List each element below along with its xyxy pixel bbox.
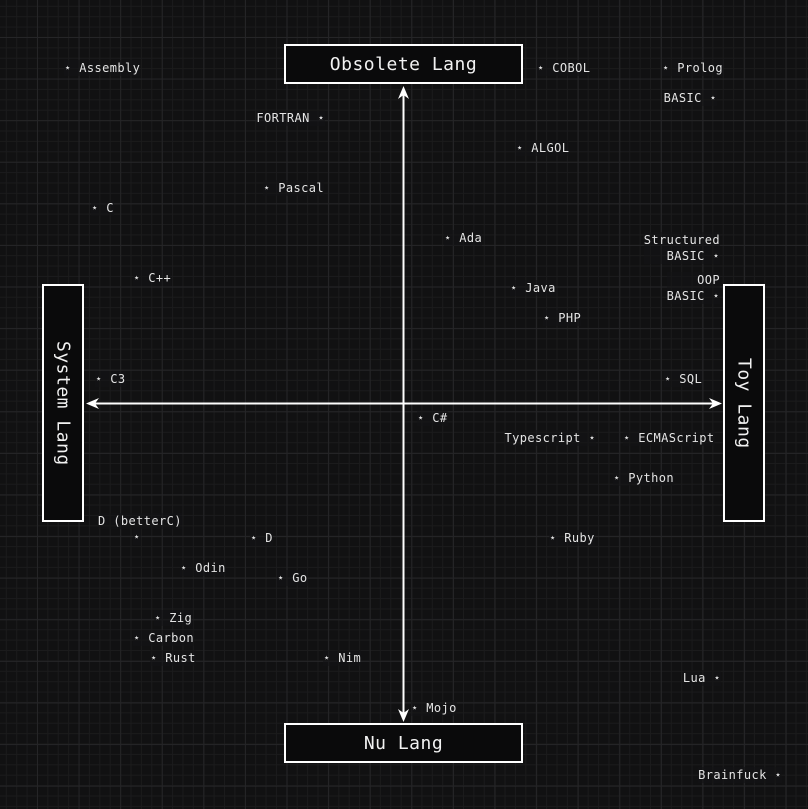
point-label-line: ⋆ Pascal: [263, 181, 324, 195]
point-mojo: ⋆ Mojo: [411, 700, 457, 716]
point-label-line: ⋆ COBOL: [537, 61, 591, 75]
point-label-line: Lua ⋆: [682, 671, 721, 685]
point-java: ⋆ Java: [510, 280, 556, 296]
point-label-line: OOP: [697, 273, 720, 287]
arrowhead-up-icon: [398, 86, 409, 99]
point-label-line: BASIC ⋆: [663, 91, 717, 105]
point-d-betterc-label: D (betterC): [98, 513, 182, 529]
point-label-line: ⋆ D: [250, 531, 273, 545]
point-label-line: ⋆ ECMAScript: [623, 431, 715, 445]
point-label-line: D (betterC): [98, 514, 182, 528]
point-label-line: ⋆ C3: [95, 372, 126, 386]
point-label-line: ⋆ Go: [277, 571, 308, 585]
point-label-line: Structured: [643, 233, 720, 247]
point-label-line: ⋆ Mojo: [411, 701, 457, 715]
point-label-line: ⋆ Rust: [150, 651, 196, 665]
point-go: ⋆ Go: [277, 570, 308, 586]
point-sql: ⋆ SQL: [664, 371, 703, 387]
point-assembly: ⋆ Assembly: [64, 60, 141, 76]
point-php: ⋆ PHP: [543, 310, 582, 326]
point-label-line: ⋆ C++: [133, 271, 172, 285]
point-label-line: BASIC ⋆: [666, 249, 720, 263]
point-rust: ⋆ Rust: [150, 650, 196, 666]
point-ruby: ⋆ Ruby: [549, 530, 595, 546]
axis-label-left-text: System Lang: [52, 340, 74, 466]
axis-label-bottom-text: Nu Lang: [363, 732, 444, 754]
point-label-line: FORTRAN ⋆: [256, 111, 325, 125]
point-label-line: Typescript ⋆: [504, 431, 596, 445]
point-label-line: ⋆ Nim: [323, 651, 362, 665]
point-cobol: ⋆ COBOL: [537, 60, 591, 76]
point-label-line: ⋆ PHP: [543, 311, 582, 325]
point-odin: ⋆ Odin: [180, 560, 226, 576]
point-ada: ⋆ Ada: [444, 230, 483, 246]
point-zig: ⋆ Zig: [154, 610, 193, 626]
point-label-line: ⋆ Ruby: [549, 531, 595, 545]
point-carbon: ⋆ Carbon: [133, 630, 194, 646]
point-typescript: Typescript ⋆: [504, 430, 596, 446]
point-nim: ⋆ Nim: [323, 650, 362, 666]
point-lua: Lua ⋆: [682, 670, 721, 686]
axis-label-toy-lang: Toy Lang: [723, 284, 765, 522]
point-prolog: ⋆ Prolog: [662, 60, 723, 76]
point-label-line: ⋆ C#: [417, 411, 448, 425]
point-fortran: FORTRAN ⋆: [256, 110, 325, 126]
point-label-line: ⋆ C: [91, 201, 114, 215]
point-c: ⋆ C: [91, 200, 114, 216]
arrowhead-left-icon: [86, 398, 99, 409]
point-algol: ⋆ ALGOL: [516, 140, 570, 156]
point-basic: BASIC ⋆: [663, 90, 717, 106]
point-c3: ⋆ C3: [95, 371, 126, 387]
point-ecmascript: ⋆ ECMAScript: [623, 430, 715, 446]
axis-label-nu-lang: Nu Lang: [284, 723, 523, 763]
axis-label-top-text: Obsolete Lang: [329, 53, 478, 75]
point-label-line: BASIC ⋆: [666, 289, 720, 303]
axis-label-obsolete-lang: Obsolete Lang: [284, 44, 523, 84]
point-label-line: ⋆ Zig: [154, 611, 193, 625]
point-oop-basic: OOP BASIC ⋆: [666, 272, 720, 304]
point-label-line: ⋆ Ada: [444, 231, 483, 245]
point-d-betterc-: ⋆: [133, 529, 141, 545]
point-c#: ⋆ C#: [417, 410, 448, 426]
point-label-line: ⋆ SQL: [664, 372, 703, 386]
point-label-line: ⋆ Java: [510, 281, 556, 295]
point-label-line: ⋆ Python: [613, 471, 674, 485]
point-c++: ⋆ C++: [133, 270, 172, 286]
point-label-line: Brainfuck ⋆: [698, 768, 782, 782]
point-label-line: ⋆ Odin: [180, 561, 226, 575]
point-label-line: ⋆ Carbon: [133, 631, 194, 645]
point-pascal: ⋆ Pascal: [263, 180, 324, 196]
point-brainfuck: Brainfuck ⋆: [698, 767, 782, 783]
point-label-line: ⋆ Prolog: [662, 61, 723, 75]
point-label-line: ⋆ ALGOL: [516, 141, 570, 155]
arrowhead-right-icon: [709, 398, 722, 409]
point-d: ⋆ D: [250, 530, 273, 546]
point-label-line: ⋆: [133, 530, 141, 544]
axis-label-right-text: Toy Lang: [733, 357, 755, 449]
axis-label-system-lang: System Lang: [42, 284, 84, 522]
point-label-line: ⋆ Assembly: [64, 61, 141, 75]
arrowhead-down-icon: [398, 709, 409, 722]
point-python: ⋆ Python: [613, 470, 674, 486]
